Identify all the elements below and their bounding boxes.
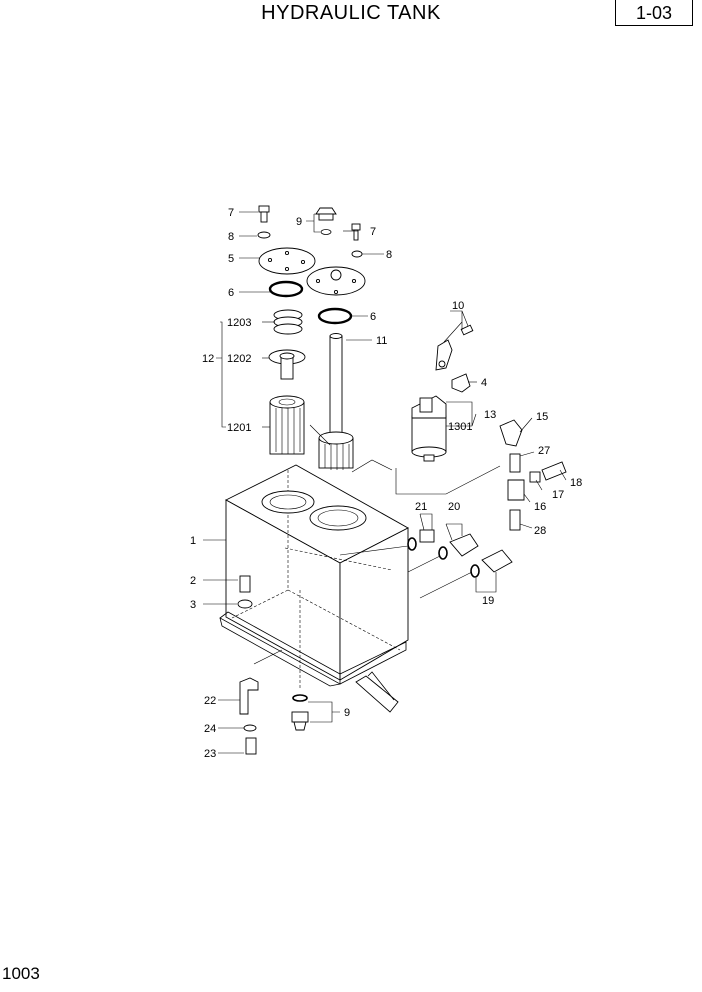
callout-16: 16 xyxy=(534,501,546,513)
bolt-2 xyxy=(239,575,251,593)
washer-8-right xyxy=(351,250,363,258)
callout-24: 24 xyxy=(204,723,216,735)
callout-1202: 1202 xyxy=(227,353,251,365)
return-filter-13 xyxy=(411,395,447,462)
callout-9-top: 9 xyxy=(296,216,302,228)
o-ring-21 xyxy=(407,537,417,551)
bolt-23 xyxy=(245,737,257,755)
callout-17: 17 xyxy=(552,489,564,501)
callout-1: 1 xyxy=(190,535,196,547)
leader-lines xyxy=(203,211,567,754)
callout-4: 4 xyxy=(481,377,487,389)
callout-7-right: 7 xyxy=(370,226,376,238)
o-ring-20 xyxy=(438,546,448,560)
washer-8-left xyxy=(257,231,271,239)
tee-fitting-16 xyxy=(507,479,525,501)
elbow-fitting-4 xyxy=(451,373,471,393)
elbow-fitting-15 xyxy=(499,419,523,447)
callout-3: 3 xyxy=(190,599,196,611)
elbow-fitting-19 xyxy=(481,549,513,573)
connector-18 xyxy=(541,461,567,481)
o-ring-19 xyxy=(470,564,480,578)
callout-8-left: 8 xyxy=(228,231,234,243)
callout-10: 10 xyxy=(452,300,464,312)
connector-21 xyxy=(419,529,435,543)
callout-7-left: 7 xyxy=(228,207,234,219)
right-cover-plate xyxy=(306,266,366,296)
callout-18: 18 xyxy=(570,477,582,489)
callout-19: 19 xyxy=(482,595,494,607)
callout-6-left: 6 xyxy=(228,287,234,299)
callout-12: 12 xyxy=(202,353,214,365)
callout-20: 20 xyxy=(448,501,460,513)
callout-27: 27 xyxy=(538,445,550,457)
suction-pipe-11 xyxy=(318,333,354,470)
washer-24 xyxy=(243,724,257,732)
strainer-cap-1202 xyxy=(268,349,306,380)
o-ring-9-bottom xyxy=(292,694,308,702)
callout-2: 2 xyxy=(190,575,196,587)
drain-plug-9 xyxy=(291,711,309,731)
callout-1201: 1201 xyxy=(227,422,251,434)
callout-5: 5 xyxy=(228,253,234,265)
elbow-fitting-20 xyxy=(449,533,479,557)
breather-plug-9 xyxy=(315,207,337,235)
clamp-10 xyxy=(435,324,474,371)
callout-23: 23 xyxy=(204,748,216,760)
callout-15: 15 xyxy=(536,411,548,423)
page-number: 1003 xyxy=(2,964,40,983)
o-ring-6-left xyxy=(268,280,304,298)
connector-27 xyxy=(509,453,521,473)
callout-21: 21 xyxy=(415,501,427,513)
washer-3 xyxy=(237,599,253,609)
callout-9-bottom: 9 xyxy=(344,707,350,719)
connector-28 xyxy=(509,509,521,531)
callout-22: 22 xyxy=(204,695,216,707)
o-ring-6-right xyxy=(317,307,353,325)
callout-8-right: 8 xyxy=(386,249,392,261)
bolt-7-left xyxy=(258,205,270,223)
bracket-22 xyxy=(239,677,259,715)
strainer-element-1201 xyxy=(269,395,305,455)
strainer-spring-1203 xyxy=(273,309,303,335)
callout-28: 28 xyxy=(534,525,546,537)
page-reference-box: 1-03 xyxy=(615,0,693,26)
callout-1301: 1301 xyxy=(448,421,472,433)
callout-6-right: 6 xyxy=(370,311,376,323)
bolt-7-right xyxy=(351,223,361,241)
callout-11: 11 xyxy=(376,335,387,347)
left-cover-plate xyxy=(258,247,316,275)
page-title: HYDRAULIC TANK xyxy=(261,2,441,24)
connector-17 xyxy=(529,471,541,483)
callout-13: 13 xyxy=(484,409,496,421)
tank-body xyxy=(219,464,409,713)
callout-1203: 1203 xyxy=(227,317,251,329)
